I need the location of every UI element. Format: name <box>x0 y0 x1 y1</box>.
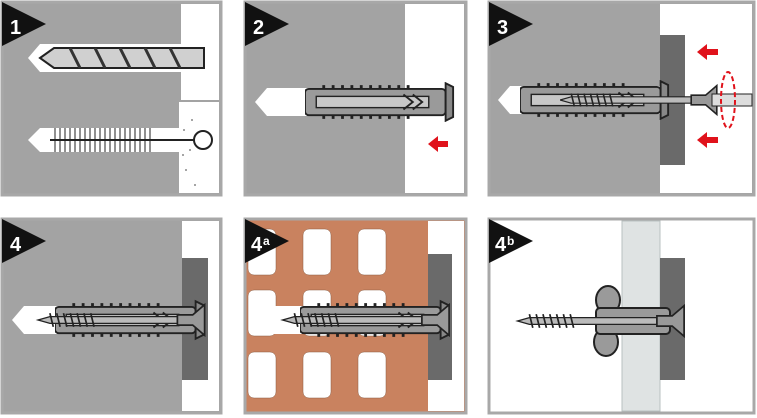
step-3-panel: 3 <box>487 0 756 197</box>
step-number: 1 <box>10 17 21 39</box>
step-number: 4 <box>251 234 263 256</box>
step-suffix: a <box>263 234 270 248</box>
wall-plug-icon <box>305 82 455 122</box>
cleaning-brush-icon <box>50 128 213 152</box>
step-badge <box>489 2 533 46</box>
step-4a-panel: 4 a <box>243 217 468 415</box>
push-arrow-icon <box>428 136 448 152</box>
step-2-panel: 2 <box>243 0 468 197</box>
step-badge <box>245 219 289 263</box>
rotate-arrow-icon <box>720 71 736 129</box>
step-badge <box>2 2 46 46</box>
push-arrow-icon <box>697 132 718 148</box>
step-number: 4 <box>495 234 507 256</box>
step-4-panel: 4 <box>0 217 223 415</box>
step-4b-panel: 4 b <box>487 217 756 415</box>
screwdriver-icon <box>711 93 753 107</box>
step-number: 3 <box>497 17 508 39</box>
step-number: 2 <box>253 17 264 39</box>
step-suffix: b <box>507 234 514 248</box>
step-badge <box>245 2 289 46</box>
step-badge <box>2 219 46 263</box>
step-badge <box>489 219 533 263</box>
push-arrow-icon <box>697 44 718 60</box>
step-1-panel: 1 <box>0 0 223 197</box>
step-number: 4 <box>10 234 22 256</box>
dust-dots <box>182 119 196 186</box>
drill-bit-icon <box>38 47 205 69</box>
